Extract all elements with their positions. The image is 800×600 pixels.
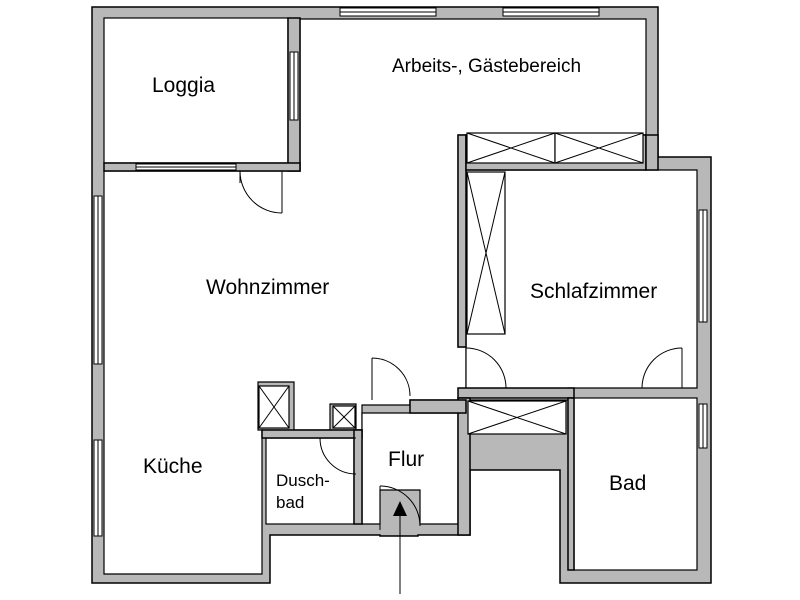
label-bad: Bad bbox=[609, 472, 646, 495]
label-duschbad-1: Dusch- bbox=[276, 471, 330, 490]
door-shower bbox=[319, 437, 357, 475]
room-labels: Loggia Arbeits-, Gästebereich Wohnzimmer… bbox=[143, 56, 657, 512]
wardrobe-left bbox=[466, 171, 506, 335]
wardrobe-bottom bbox=[467, 400, 567, 435]
door-bath bbox=[641, 347, 683, 389]
room-interiors bbox=[103, 17, 698, 575]
label-duschbad-2: bad bbox=[276, 493, 304, 512]
label-flur: Flur bbox=[388, 448, 424, 471]
label-arbeitsbereich: Arbeits-, Gästebereich bbox=[392, 56, 581, 77]
loggia-room bbox=[103, 17, 289, 164]
label-kueche: Küche bbox=[143, 455, 203, 478]
entrance-arrow-icon bbox=[393, 501, 407, 594]
shaft-bath bbox=[332, 405, 356, 429]
bathroom bbox=[573, 397, 698, 571]
door-loggia bbox=[239, 170, 283, 214]
wardrobe-top bbox=[466, 132, 644, 164]
shaft-kitchen bbox=[258, 385, 290, 429]
doors bbox=[239, 170, 683, 530]
door-flur-living bbox=[371, 357, 411, 400]
label-wohnzimmer: Wohnzimmer bbox=[206, 276, 329, 299]
built-in-cabinets bbox=[258, 132, 644, 435]
windows bbox=[93, 7, 708, 537]
door-bedroom bbox=[465, 347, 507, 389]
door-entrance bbox=[379, 485, 421, 530]
shower-room bbox=[265, 437, 355, 525]
label-schlafzimmer: Schlafzimmer bbox=[530, 280, 657, 303]
label-loggia: Loggia bbox=[152, 74, 215, 97]
